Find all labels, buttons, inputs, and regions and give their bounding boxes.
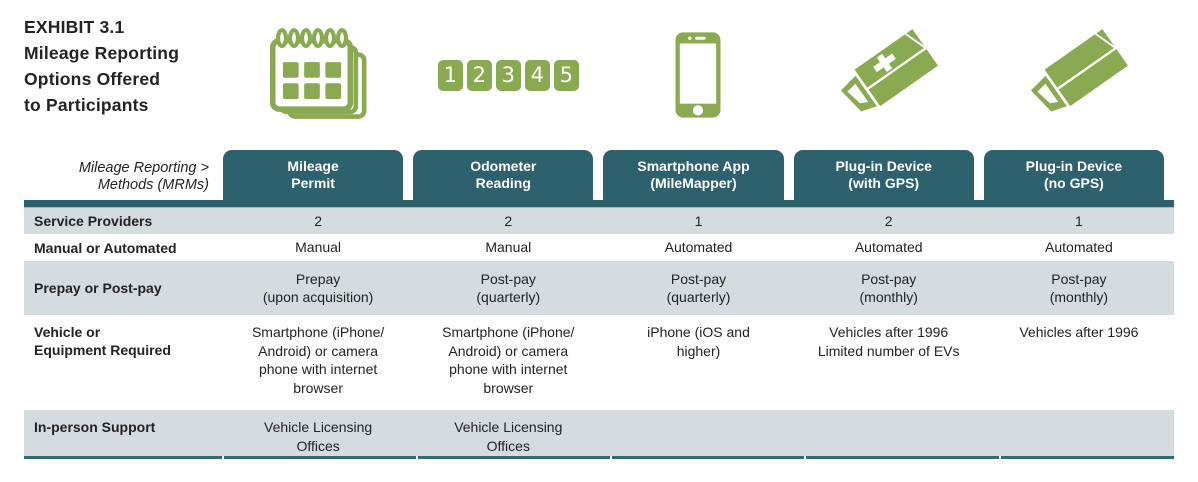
column-divider-tick [999, 456, 1001, 459]
table-cell: Vehicles after 1996 Limited number of EV… [817, 324, 960, 359]
corner-caption: Mileage Reporting > Methods (MRMs) [78, 160, 209, 193]
table-cell: Post-pay (monthly) [859, 270, 918, 306]
icon-cell-smartphone [603, 0, 793, 150]
odometer-digit-box: 1 [437, 59, 463, 91]
column-divider-tick [610, 456, 612, 459]
table-cell: Automated [664, 239, 733, 256]
column-divider-tick [804, 456, 806, 459]
table-cell: Post-pay (quarterly) [666, 270, 731, 306]
table-cell [603, 410, 793, 418]
row-label: Prepay or Post-pay [34, 280, 162, 296]
column-header-smartphone-app: Smartphone App (MileMapper) [603, 150, 784, 200]
icon-cell-plugin-gps [794, 0, 984, 150]
column-header-plugin-gps: Plug-in Device (with GPS) [793, 150, 974, 200]
column-header-mileage-permit: Mileage Permit [223, 150, 404, 200]
row-label: Service Providers [34, 213, 153, 229]
exhibit-title: EXHIBIT 3.1 Mileage Reporting Options Of… [24, 17, 180, 115]
table-cell: iPhone (iOS and higher) [647, 324, 750, 359]
table-row-in-person-support: In-person Support Vehicle Licensing Offi… [24, 410, 1174, 456]
corner-caption-cell: Mileage Reporting > Methods (MRMs) [24, 150, 223, 200]
icon-cell-mileage-permit [223, 0, 413, 150]
table-cell: 2 [504, 212, 513, 229]
icon-cell-odometer: 1 2 3 4 5 [413, 0, 603, 150]
table-cell: Automated [854, 239, 923, 256]
table-cell: Vehicles after 1996 [1019, 324, 1139, 340]
table-cell: 1 [1074, 212, 1083, 229]
header-underline-bar [24, 200, 1174, 208]
odometer-digit-box: 3 [495, 59, 521, 91]
column-headers-row: Mileage Reporting > Methods (MRMs) Milea… [24, 150, 1174, 200]
odometer-digit-box: 5 [553, 59, 579, 91]
table-cell: 1 [694, 212, 703, 229]
plugin-device-gps-icon [840, 29, 938, 112]
table-row-prepay-or-post-pay: Prepay or Post-pay Prepay (upon acquisit… [24, 261, 1174, 315]
table-cell: Smartphone (iPhone/ Android) or camera p… [251, 324, 385, 396]
table-cell [984, 410, 1174, 418]
table-cell: Post-pay (quarterly) [476, 270, 541, 306]
table-cell: Prepay (upon acquisition) [262, 270, 374, 306]
row-label: In-person Support [34, 419, 156, 435]
odometer-digits-icon: 1 2 3 4 5 [437, 59, 579, 91]
odometer-digit-box: 2 [466, 59, 492, 91]
row-label: Vehicle or Equipment Required [34, 324, 171, 358]
calendar-icon [270, 28, 367, 119]
table-row-vehicle-or-equipment: Vehicle or Equipment Required Smartphone… [24, 315, 1174, 410]
table-cell: 2 [884, 212, 893, 229]
table-row-manual-or-automated: Manual or Automated Manual Manual Automa… [24, 234, 1174, 261]
table-bottom-rule [24, 456, 1174, 459]
icons-band: EXHIBIT 3.1 Mileage Reporting Options Of… [24, 0, 1174, 150]
table-cell: Manual [485, 239, 532, 256]
smartphone-icon [676, 32, 721, 118]
column-header-plugin-no-gps: Plug-in Device (no GPS) [983, 150, 1164, 200]
table-cell: Manual [295, 239, 342, 256]
icon-cell-plugin-no-gps [984, 0, 1174, 150]
table-cell [794, 410, 984, 418]
table-cell: Vehicle Licensing Offices [264, 419, 373, 454]
table-cell: Automated [1045, 239, 1113, 256]
column-header-odometer-reading: Odometer Reading [413, 150, 594, 200]
table-cell: Vehicle Licensing Offices [454, 419, 563, 454]
table-cell: Post-pay (monthly) [1049, 270, 1109, 306]
column-divider-tick [222, 456, 224, 459]
plugin-device-icon [1030, 29, 1128, 112]
column-divider-tick [416, 456, 418, 459]
exhibit-title-cell: EXHIBIT 3.1 Mileage Reporting Options Of… [24, 0, 223, 118]
row-label: Manual or Automated [34, 239, 177, 256]
table-row-service-providers: Service Providers 2 2 1 2 1 [24, 208, 1174, 234]
odometer-digit-box: 4 [524, 59, 550, 91]
table-cell: 2 [314, 212, 322, 229]
table-cell: Smartphone (iPhone/ Android) or camera p… [442, 324, 575, 396]
